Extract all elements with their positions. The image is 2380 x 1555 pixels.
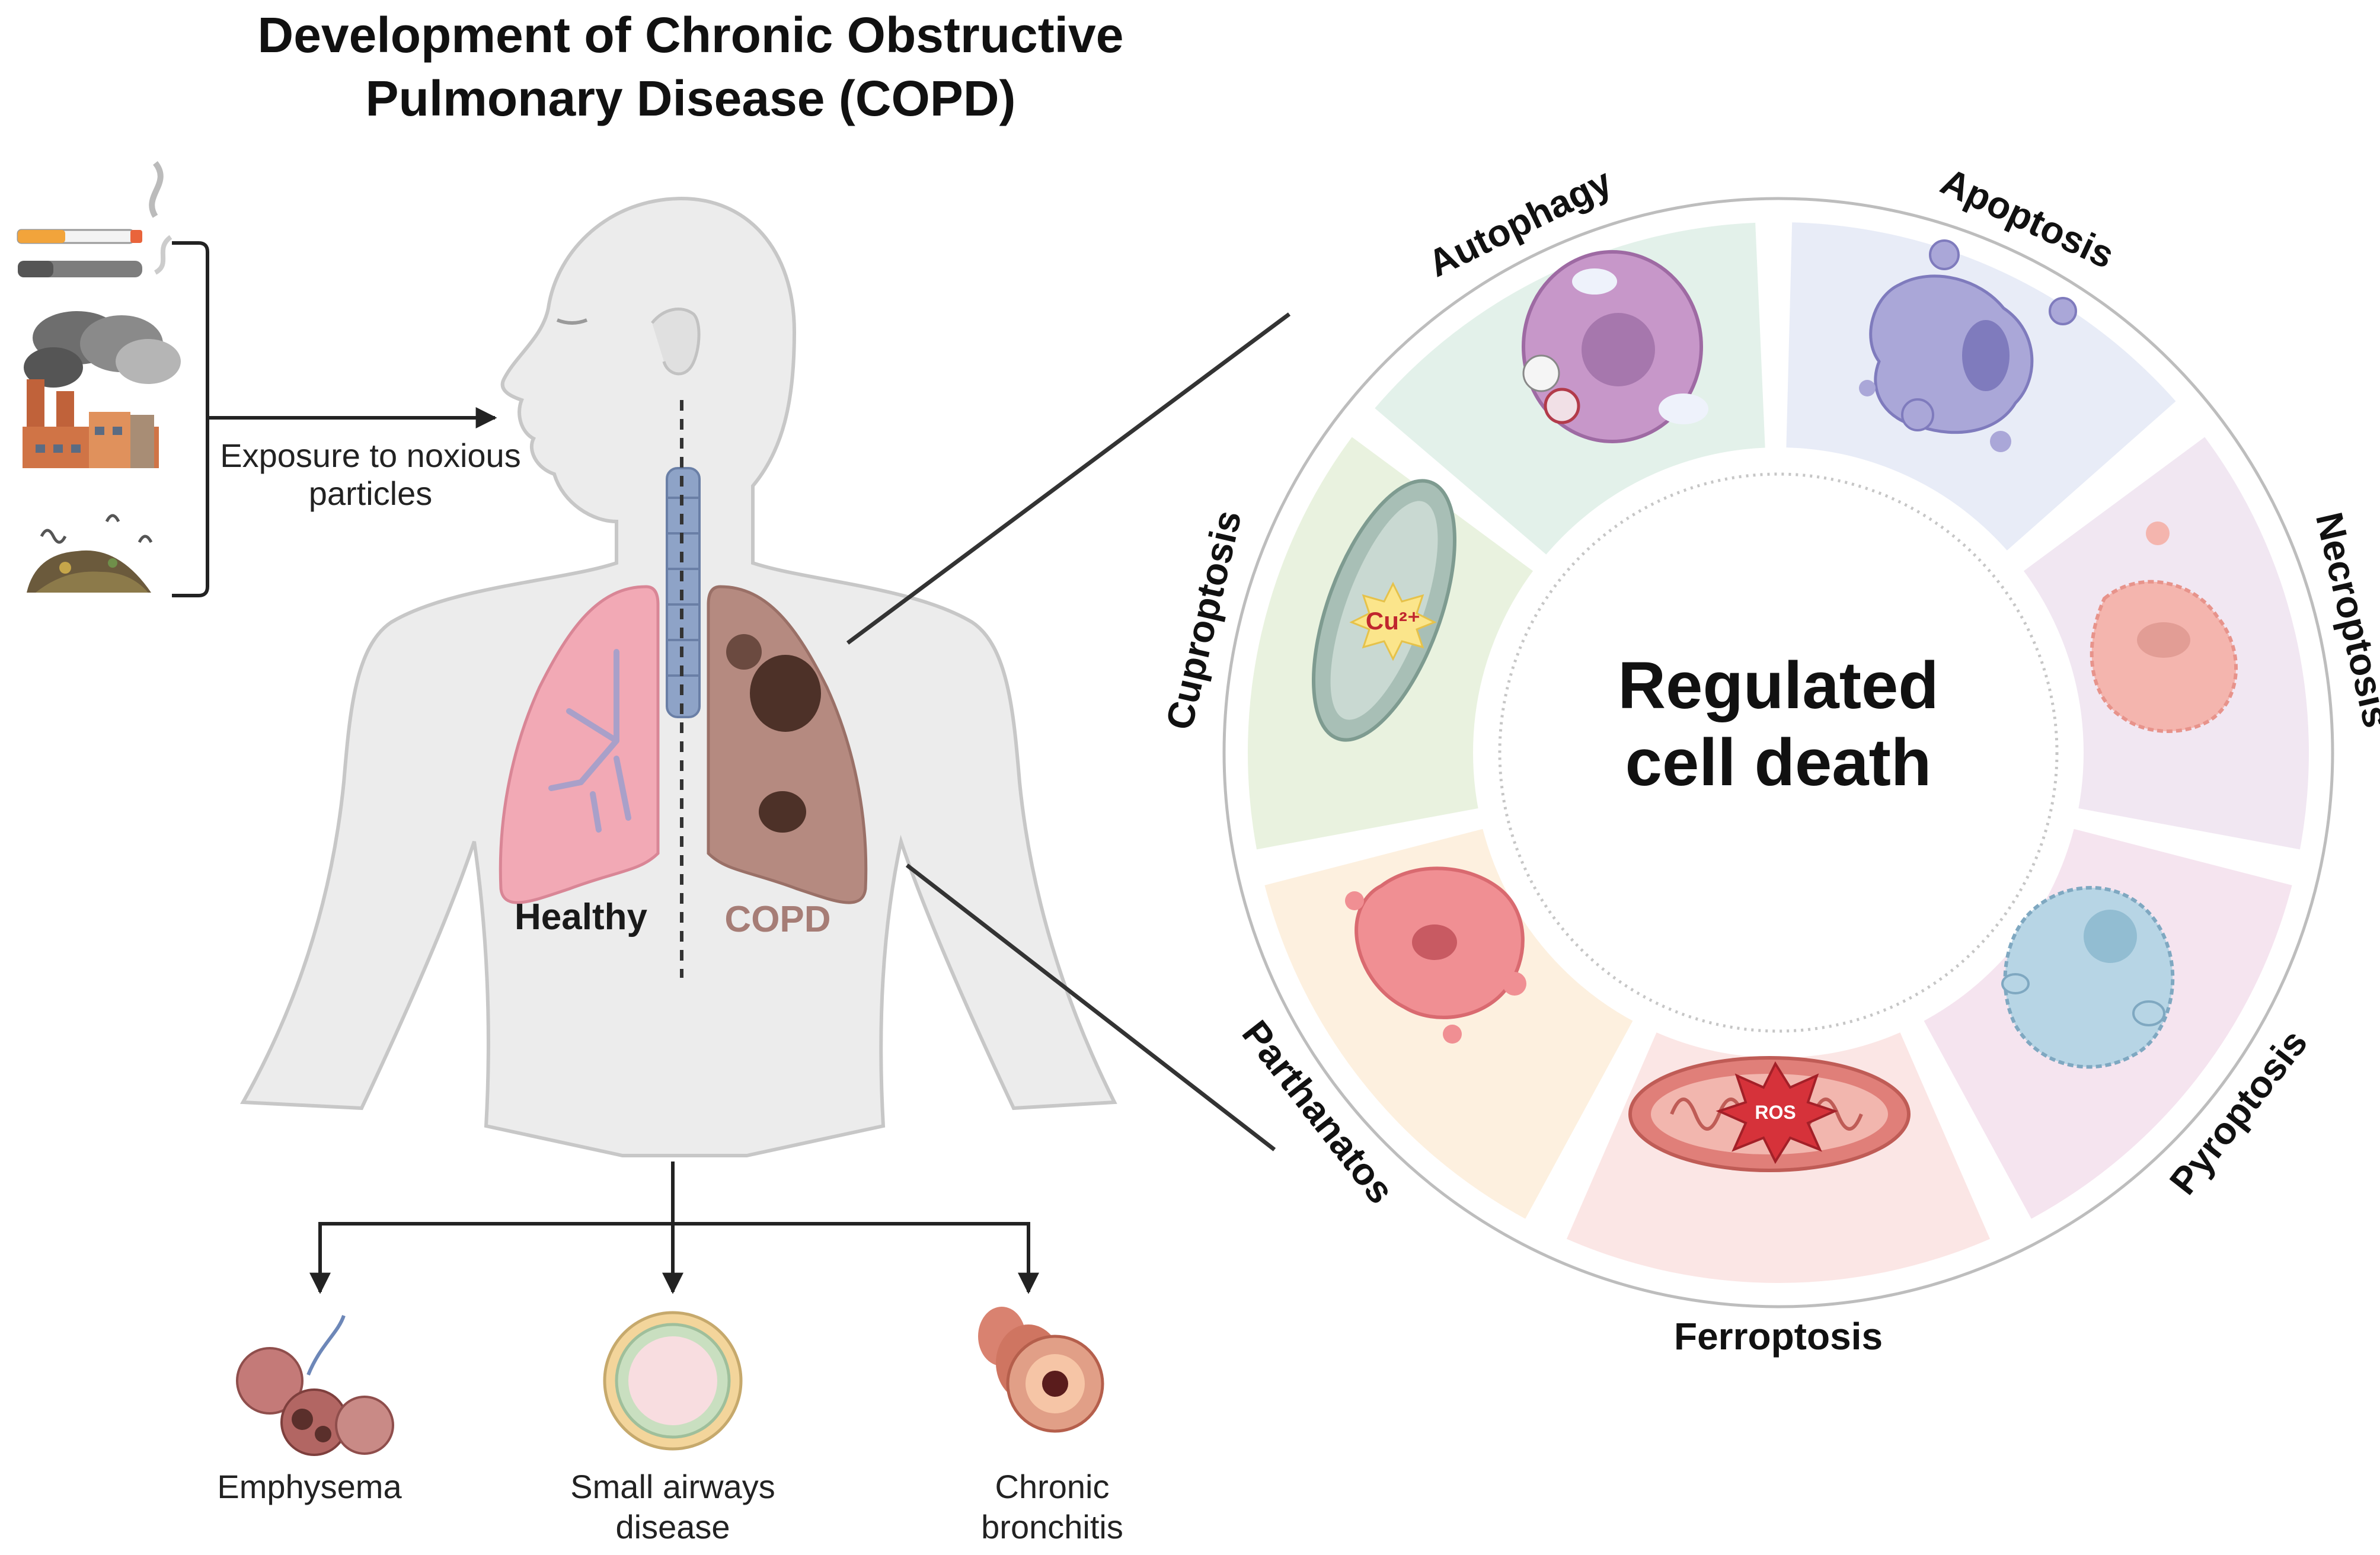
exposure-label-line-1: Exposure to noxious [220,437,520,474]
copd-lung [707,585,868,904]
outcome-label-2-line-1: Small airways [570,1468,775,1505]
outcome-label-1-line-1: Emphysema [217,1468,402,1505]
title-line-1: Development of Chronic Obstructive [258,7,1124,63]
outcome-branch-arrows [309,1162,1039,1294]
healthy-label: Healthy [515,897,647,938]
apoptosis-cell-icon [1859,239,2077,452]
title-line-2: Pulmonary Disease (COPD) [365,71,1015,126]
outcome-label-3-line-1: Chronic [995,1468,1110,1505]
outcome-label-2-line-2: disease [615,1508,730,1546]
wheel-center-dotted-ring [1498,472,2059,1033]
zoom-line-lower [905,863,1276,1151]
ferroptosis-mitochondrion-icon [1628,1056,1911,1172]
healthy-lung [499,585,660,904]
cuproptosis-mitochondrion-icon [1312,479,1456,742]
autophagy-cell-icon [1522,250,1708,443]
small-airways-icon [603,1311,743,1451]
copd-label: COPD [724,899,830,940]
waste-pile-icon [27,514,153,593]
pyroptosis-cell-icon [2001,886,2175,1069]
cu-label: Cu²⁺ [1366,607,1420,635]
wheel-center-line-2: cell death [1625,725,1932,799]
factory-smoke-icon [23,311,181,468]
wheel-center-line-1: Regulated [1618,648,1938,722]
e-cigarette-icon [18,235,172,277]
ros-label: ROS [1755,1102,1796,1123]
cigarette-icon [17,161,164,244]
emphysema-icon [236,1314,394,1456]
parthanatos-cell-icon [1345,866,1526,1044]
exposure-label-line-2: particles [309,475,433,512]
wheel-label-ferroptosis: Ferroptosis [1674,1315,1883,1358]
zoom-line-upper [846,312,1291,645]
chronic-bronchitis-icon [978,1307,1104,1433]
exposure-bracket [172,241,497,597]
necroptosis-cell-icon [2090,521,2238,733]
outcome-label-3-line-2: bronchitis [981,1508,1123,1546]
